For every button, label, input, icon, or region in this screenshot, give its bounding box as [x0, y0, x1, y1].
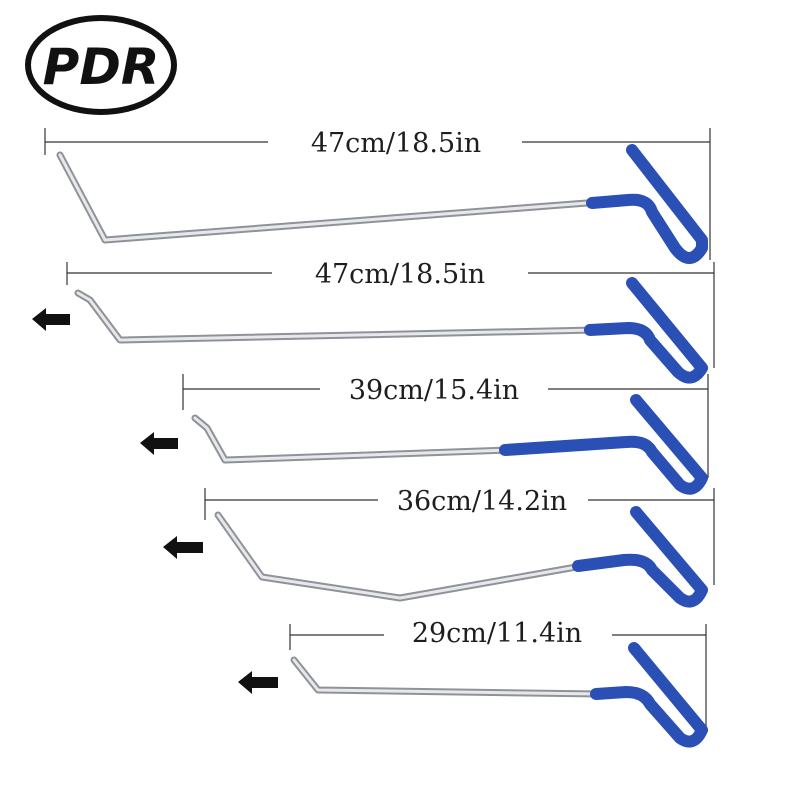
length-label-4: 36cm/14.2in [397, 486, 567, 517]
blue-handle-1 [586, 144, 708, 264]
dimension-line-4 [204, 488, 715, 585]
length-label-2: 47cm/18.5in [315, 259, 485, 290]
pdr-logo: PDR [25, 15, 177, 115]
length-label-1: 47cm/18.5in [311, 128, 481, 159]
left-arrow-icon-4 [163, 536, 203, 559]
rod-4 [214, 511, 586, 602]
tool-5: 29cm/11.4in [238, 618, 708, 748]
rod-5 [290, 656, 604, 698]
logo-text: PDR [43, 38, 160, 96]
rod-3 [191, 414, 514, 464]
tool-3: 39cm/15.4in [140, 374, 709, 495]
dimension-line-1 [44, 128, 711, 260]
tool-2: 47cm/18.5in [32, 259, 715, 384]
blue-handle-3 [499, 394, 708, 495]
tool-4: 36cm/14.2in [163, 486, 715, 608]
rod-1 [56, 151, 604, 244]
dimension-line-3 [182, 374, 709, 478]
blue-handle-4 [572, 506, 708, 608]
left-arrow-icon-5 [238, 671, 278, 694]
left-arrow-icon-2 [32, 308, 70, 331]
length-label-3: 39cm/15.4in [349, 375, 519, 406]
left-arrow-icon-3 [140, 432, 178, 455]
length-label-5: 29cm/11.4in [412, 618, 582, 649]
dimension-line-2 [66, 262, 715, 368]
rod-2 [74, 289, 599, 344]
blue-handle-5 [590, 642, 708, 748]
tool-1: 47cm/18.5in [44, 128, 711, 264]
dimension-line-5 [289, 624, 707, 730]
blue-handle-2 [584, 277, 708, 384]
